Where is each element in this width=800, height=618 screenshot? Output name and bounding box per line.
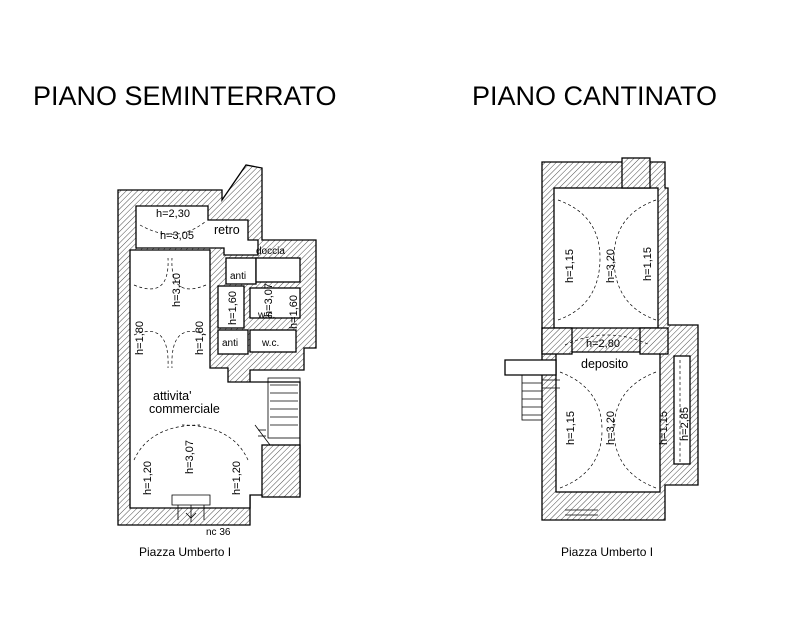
room-corridor	[217, 285, 245, 329]
entrance-right-plan	[565, 509, 598, 521]
height-r-vault-bottom-left: h=1,15	[565, 411, 577, 445]
label-commerciale: commerciale	[149, 402, 220, 416]
room-anti-top	[225, 257, 257, 285]
vault-arc-top-left	[133, 257, 169, 290]
vault-arc-bottom-left	[133, 424, 201, 461]
vault-arc-r-bot-2	[613, 371, 657, 431]
vault-arc-r-mid	[564, 334, 651, 346]
room-anti-bottom	[217, 329, 249, 355]
vault-arc-r-top-1	[557, 199, 601, 259]
room-wc-bottom	[249, 329, 297, 353]
height-r-vault-bottom-center: h=3,20	[605, 411, 617, 445]
wall-stub-top	[621, 157, 651, 189]
height-vault-top-center: h=3,10	[171, 273, 183, 307]
room-side	[673, 355, 691, 465]
civic-number: nc 36	[206, 527, 231, 538]
vault-arc-r-bot-1	[559, 371, 603, 431]
label-wc-bottom: w.c.	[261, 338, 279, 349]
vault-arc-retro	[139, 221, 206, 235]
height-anti: h=1,60	[227, 291, 239, 325]
corridor-left	[504, 359, 557, 376]
title-piano-cantinato: PIANO CANTINATO	[472, 81, 717, 111]
street-name-left: Piazza Umberto I	[139, 545, 231, 559]
staircase-right-plan	[521, 374, 560, 421]
staircase-left-plan	[254, 377, 301, 446]
height-vault-top-left: h=1,80	[134, 321, 146, 355]
vault-arc-r-top-4	[613, 257, 657, 321]
height-retro-vault: h=2,30	[156, 208, 190, 220]
vault-arc-bottom-right	[181, 424, 249, 461]
vault-arc-r-top-3	[557, 257, 601, 321]
height-r-vault-top-left: h=1,15	[564, 249, 576, 283]
room-deposito	[555, 351, 661, 493]
room-retro	[135, 205, 259, 256]
label-doccia: doccia	[256, 246, 285, 257]
label-retro: retro	[214, 223, 240, 237]
height-vault-bottom-left: h=1,20	[142, 461, 154, 495]
wall-pillar-right	[261, 444, 301, 498]
plan-seminterrato: h=2,30 h=3,05 retro doccia anti w.c. ant…	[117, 164, 317, 559]
height-r-vault-top-center: h=3,20	[605, 249, 617, 283]
room-doccia	[255, 257, 301, 283]
height-wc-2: h=1,60	[288, 295, 300, 329]
height-retro-ceiling: h=3,05	[160, 230, 194, 242]
height-vault-top-right: h=1,80	[194, 321, 206, 355]
label-attivita: attivita'	[153, 389, 192, 403]
entrance-left-plan	[171, 494, 211, 522]
vault-arc-r-bot-3	[559, 429, 603, 489]
vault-arc-mid-right	[171, 331, 207, 369]
label-anti-top: anti	[230, 271, 246, 282]
plan-cantinato: h=1,15 h=3,20 h=1,15 h=2,80 deposito h=1…	[504, 157, 699, 559]
title-piano-seminterrato: PIANO SEMINTERRATO	[33, 81, 337, 111]
wall-stub-left	[541, 327, 573, 355]
height-vault-bottom-center: h=3,07	[184, 440, 196, 474]
label-wc-top: w.c.	[257, 310, 275, 321]
room-wc-top	[249, 287, 301, 319]
height-r-side-room: h=2,85	[679, 407, 691, 441]
street-name-right: Piazza Umberto I	[561, 545, 653, 559]
height-wc: h=3,07	[263, 283, 275, 317]
label-anti-bottom: anti	[222, 338, 238, 349]
vault-arc-r-bot-4	[613, 429, 657, 489]
vault-arc-top-right	[171, 257, 207, 290]
label-deposito: deposito	[581, 357, 628, 371]
room-vault-top	[553, 187, 659, 329]
height-r-vault-top-right: h=1,15	[642, 247, 654, 281]
wall-stub-right	[639, 327, 669, 355]
height-r-vault-mid: h=2,80	[586, 338, 620, 350]
height-vault-bottom-right: h=1,20	[231, 461, 243, 495]
vault-arc-mid-left	[133, 331, 169, 369]
height-r-vault-bottom-right: h=1,15	[658, 411, 670, 445]
vault-arc-r-top-2	[613, 199, 657, 259]
